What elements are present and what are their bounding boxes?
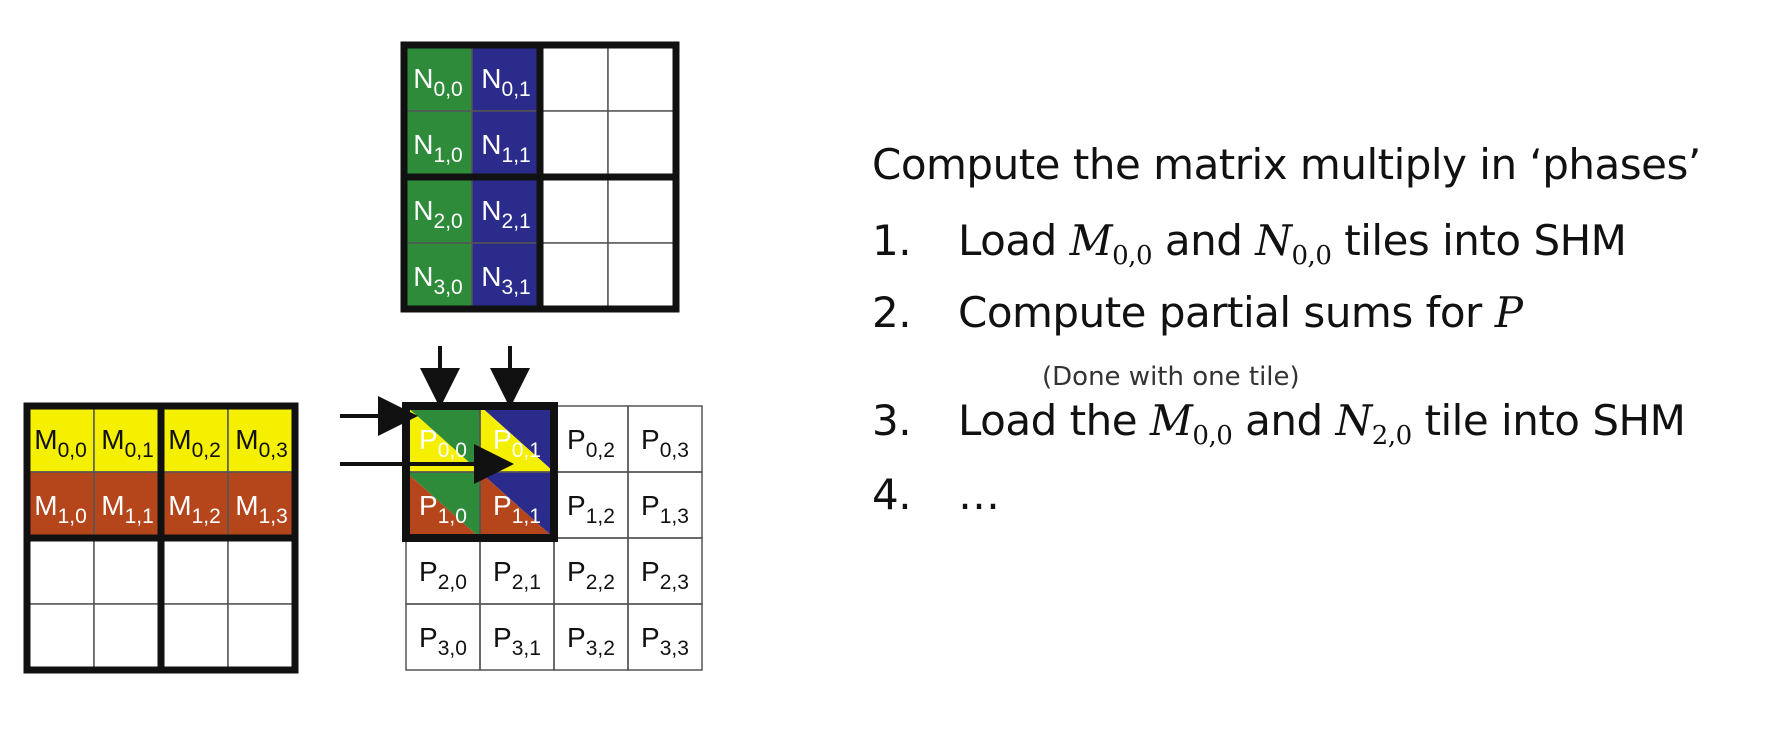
step-text: tiles into SHM [1331,216,1627,265]
heading: Compute the matrix multiply in ‘phases’ [872,140,1701,189]
cell-label: P2,1 [493,556,541,594]
cell-label: N0,1 [481,63,530,101]
matrix-cell [403,44,473,112]
step-1: 1. Load M0,0 and N0,0 tiles into SHM [872,216,1627,272]
step-text: Load the [958,396,1150,445]
step-text: tile into SHM [1411,396,1686,445]
cell-label: N0,0 [413,63,462,101]
cell-label: P3,2 [567,622,615,660]
matrix-cell [471,242,541,310]
cell-label: M1,2 [168,490,221,528]
step-text: and [1232,396,1336,445]
cell-label: P0,2 [567,424,615,462]
matrix-cell [227,603,296,671]
matrix-cell [160,603,229,671]
step-number: 4. [872,470,912,519]
matrix-n: N0,0 N0,1N1,0 N1,1N2,0 N2,1N3,0 N3,1 [400,41,680,313]
step-2: 2. Compute partial sums for P [872,288,1523,337]
cell-label: M0,3 [235,424,288,462]
cell-label: M0,1 [101,424,154,462]
cell-label: P0,0 [419,424,467,462]
cell-label: P1,3 [641,490,689,528]
cell-label: N1,0 [413,129,462,167]
cell-label: P1,0 [419,490,467,528]
cell-label: N2,1 [481,195,530,233]
step-text: Load [958,216,1070,265]
matrix-cell [93,471,162,539]
matrix-cell [160,471,229,539]
cell-label: P2,2 [567,556,615,594]
note: (Done with one tile) [1042,362,1300,392]
matrix-cell [539,110,609,178]
var-n: N2,0 [1335,396,1413,452]
matrix-cell [471,176,541,244]
step-number: 1. [872,216,912,265]
cell-label: P1,2 [567,490,615,528]
matrix-cell [607,110,677,178]
var-m: M0,0 [1149,396,1233,452]
matrix-cell [539,242,609,310]
matrix-cell [227,537,296,605]
matrix-cell [627,603,703,671]
cell-label: N3,0 [413,261,462,299]
step-4: 4. … [872,470,1000,519]
cell-label: P2,0 [419,556,467,594]
active-tile-border [402,402,558,542]
matrix-cell [93,603,162,671]
cell-label: P3,1 [493,622,541,660]
cell-label: N3,1 [481,261,530,299]
matrix-cell [607,242,677,310]
tile-fill-m [480,472,554,538]
cell-label: N2,0 [413,195,462,233]
cell-label: P3,0 [419,622,467,660]
cell-label: M0,0 [34,424,87,462]
step-number: 2. [872,288,912,337]
step-number: 3. [872,396,912,445]
cell-label: M1,1 [101,490,154,528]
matrix-cell [26,471,95,539]
cell-label: M1,3 [235,490,288,528]
matrix-cell [539,44,609,112]
matrix-cell [403,176,473,244]
matrix-cell [539,176,609,244]
step-text: … [958,470,1000,519]
var-m: M0,0 [1069,216,1153,272]
matrix-m: M0,0 M0,1 M0,2 M0,3M1,0 M1,1 M1,2 M1,3 [23,402,299,674]
step-3: 3. Load the M0,0 and N2,0 tile into SHM [872,396,1686,452]
cell-label: M0,2 [168,424,221,462]
matrix-cell [93,537,162,605]
cell-label: P2,3 [641,556,689,594]
arrows [340,346,530,484]
matrix-cell [93,405,162,473]
tile-fill-m [406,472,480,538]
matrix-cell [160,537,229,605]
matrix-cell [26,603,95,671]
var-n: N0,0 [1255,216,1332,272]
matrix-cell [403,110,473,178]
cell-label: P0,3 [641,424,689,462]
matrix-cell [607,176,677,244]
var-p: P [1494,288,1523,337]
cell-label: M1,0 [34,490,87,528]
step-text: and [1152,216,1256,265]
cell-label: P3,3 [641,622,689,660]
cell-label: N1,1 [481,129,530,167]
matrix-cell [471,110,541,178]
cell-label: P1,1 [493,490,541,528]
matrix-cell [607,44,677,112]
step-text: Compute partial sums for [958,288,1495,337]
tile-fill-m [406,406,480,472]
matrix-cell [26,537,95,605]
